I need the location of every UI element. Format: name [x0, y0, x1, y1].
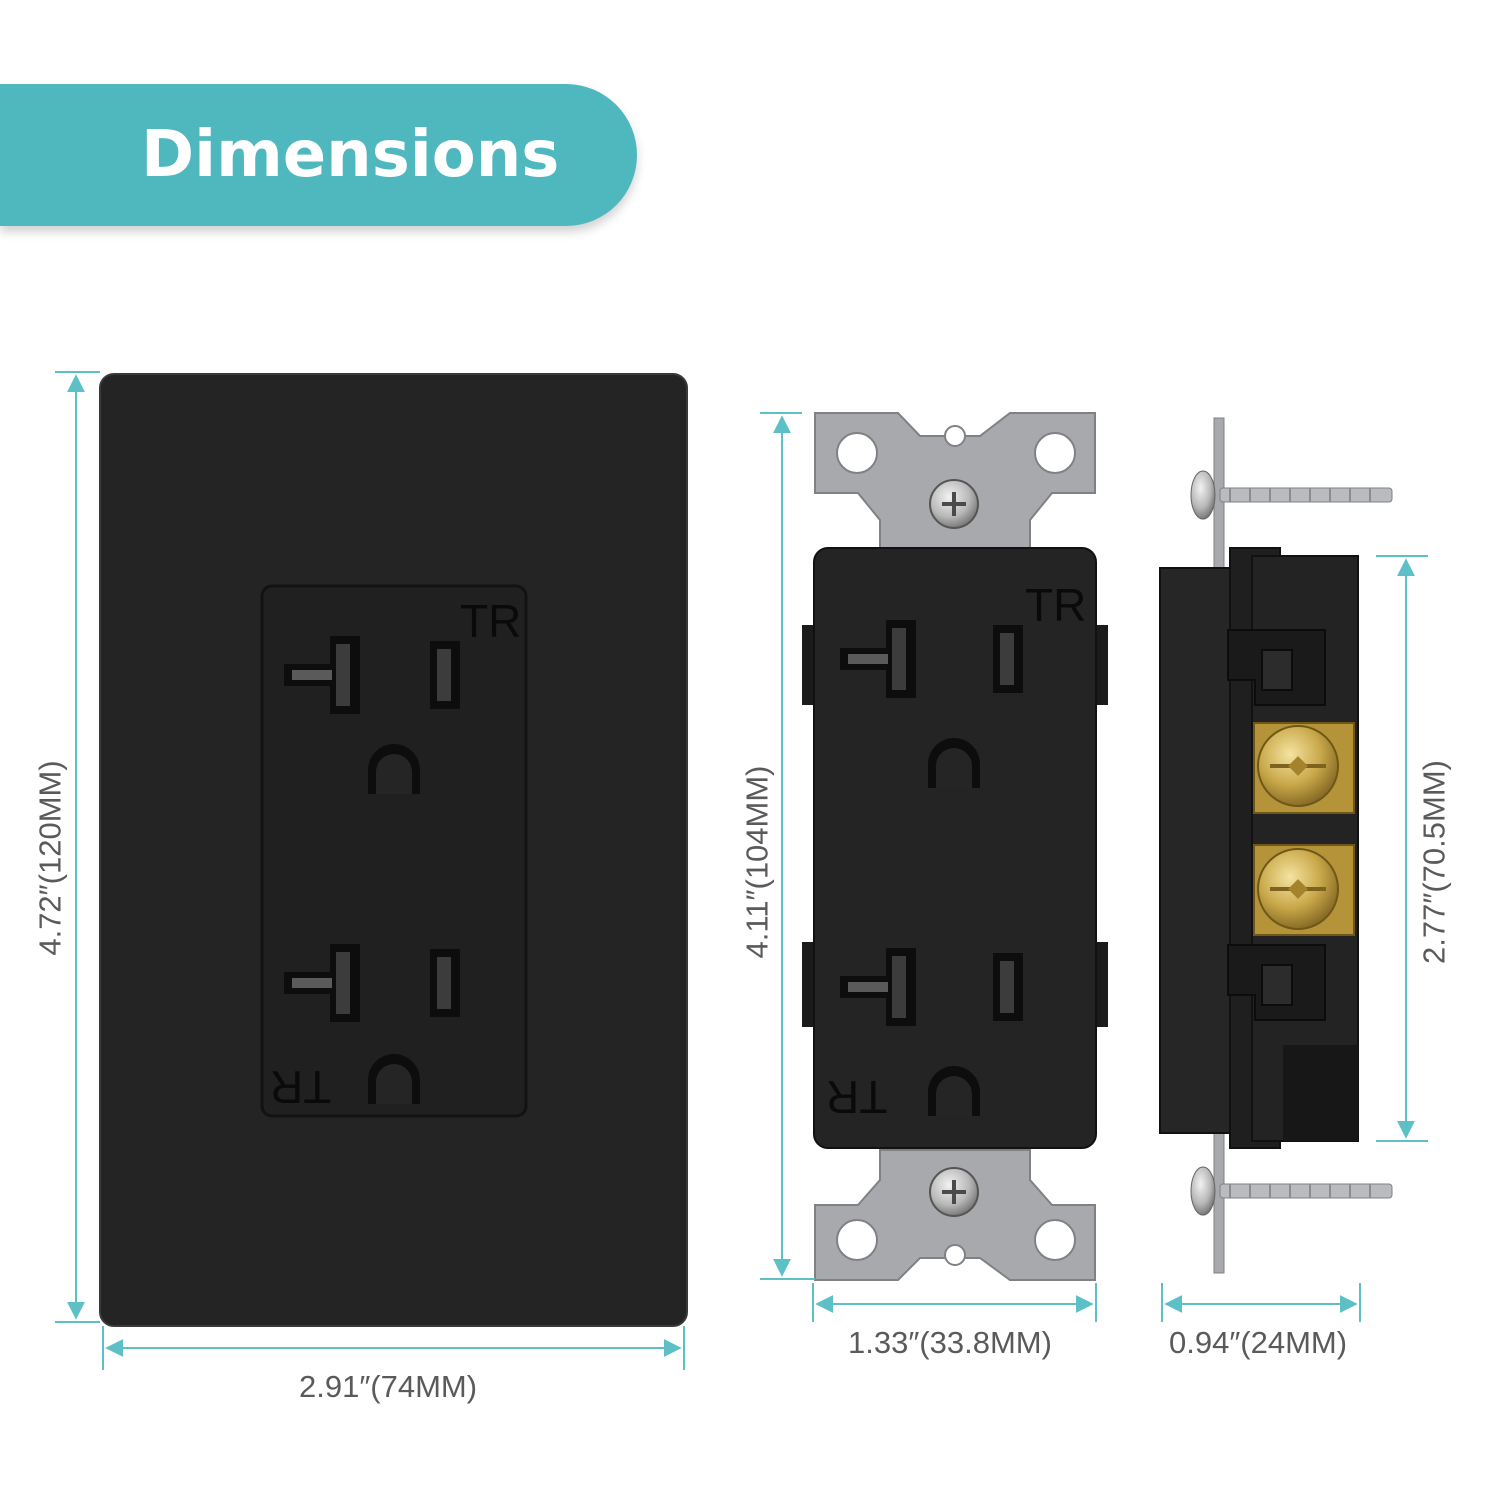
- receptacle-side: [1159, 417, 1393, 1274]
- tr-marking-receptacle-bottom: TR: [826, 1071, 888, 1123]
- receptacle-width-label: 1.33″(33.8MM): [848, 1325, 1052, 1360]
- tr-marking-plate-top: TR: [460, 595, 522, 647]
- page-title: Dimensions: [141, 118, 560, 192]
- tr-marking-receptacle-top: TR: [1025, 579, 1087, 631]
- side-height-label: 2.77″(70.5MM): [1416, 760, 1452, 964]
- plate-height-label: 4.72″(120MM): [32, 760, 68, 956]
- receptacle-height-label: 4.11″(104MM): [739, 765, 775, 959]
- receptacle-front: [802, 412, 1108, 1281]
- side-depth-label: 0.94″(24MM): [1169, 1325, 1348, 1360]
- wall-plate: [99, 373, 688, 1327]
- tr-marking-plate-bottom: TR: [270, 1061, 332, 1113]
- title-banner: [0, 84, 637, 226]
- dimension-lines: [55, 371, 1428, 1370]
- plate-width-label: 2.91″(74MM): [299, 1369, 478, 1404]
